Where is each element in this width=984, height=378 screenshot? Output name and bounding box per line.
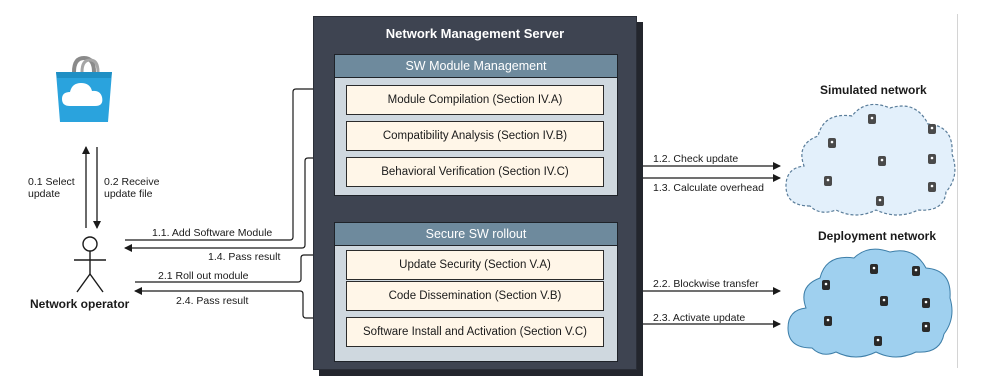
server-title: Network Management Server: [385, 26, 565, 41]
sensor-node-icon: [874, 336, 882, 346]
network-management-server: Network Management Server SW Module Mana…: [313, 16, 637, 370]
pass-result-1-label: 1.4. Pass result: [208, 251, 281, 263]
sensor-node-icon: [928, 154, 936, 164]
calc-overhead-label: 1.3. Calculate overhead: [653, 182, 764, 194]
sensor-node-icon: [876, 196, 884, 206]
sensor-node-icon: [922, 322, 930, 332]
network-operator-label: Network operator: [30, 297, 130, 311]
behavioral-verification-box: Behavioral Verification (Section IV.C): [346, 157, 604, 187]
sensor-node-icon: [912, 266, 920, 276]
update-security-box: Update Security (Section V.A): [346, 250, 604, 280]
sensor-node-icon: [928, 182, 936, 192]
module-compilation-box: Module Compilation (Section IV.A): [346, 85, 604, 115]
sensor-node-icon: [824, 176, 832, 186]
select-update-label: 0.1 Select update: [28, 176, 75, 200]
receive-update-label: 0.2 Receive update file: [104, 176, 160, 200]
rollout-header: Secure SW rollout: [335, 223, 617, 246]
sensor-node-icon: [824, 316, 832, 326]
pass-result-2-label: 2.4. Pass result: [176, 295, 249, 307]
person-icon: [74, 236, 106, 293]
secure-sw-rollout-panel: Secure SW rollout Update Security (Secti…: [334, 222, 618, 362]
frame-divider: [957, 14, 958, 368]
sensor-node-icon: [878, 156, 886, 166]
simulated-network-title: Simulated network: [820, 83, 927, 97]
sensor-node-icon: [922, 298, 930, 308]
module-management-header: SW Module Management: [335, 55, 617, 78]
compatibility-analysis-box: Compatibility Analysis (Section IV.B): [346, 121, 604, 151]
sensor-node-icon: [828, 138, 836, 148]
check-update-label: 1.2. Check update: [653, 153, 739, 165]
sensor-node-icon: [880, 296, 888, 306]
deployment-network-title: Deployment network: [818, 229, 937, 243]
simulated-network-cloud: [785, 103, 956, 216]
sw-module-management-panel: SW Module Management Module Compilation …: [334, 54, 618, 196]
software-install-box: Software Install and Activation (Section…: [346, 317, 604, 347]
cloud-store-bag-icon: [56, 55, 112, 122]
add-module-label: 1.1. Add Software Module: [152, 227, 273, 239]
blockwise-label: 2.2. Blockwise transfer: [653, 278, 759, 290]
sensor-node-icon: [870, 264, 878, 274]
code-dissemination-box: Code Dissemination (Section V.B): [346, 281, 604, 311]
roll-out-label: 2.1 Roll out module: [158, 270, 249, 282]
activate-label: 2.3. Activate update: [653, 312, 746, 324]
sensor-node-icon: [822, 280, 830, 290]
sensor-node-icon: [868, 114, 876, 124]
sensor-node-icon: [928, 124, 936, 134]
deployment-network-cloud: [787, 248, 953, 358]
